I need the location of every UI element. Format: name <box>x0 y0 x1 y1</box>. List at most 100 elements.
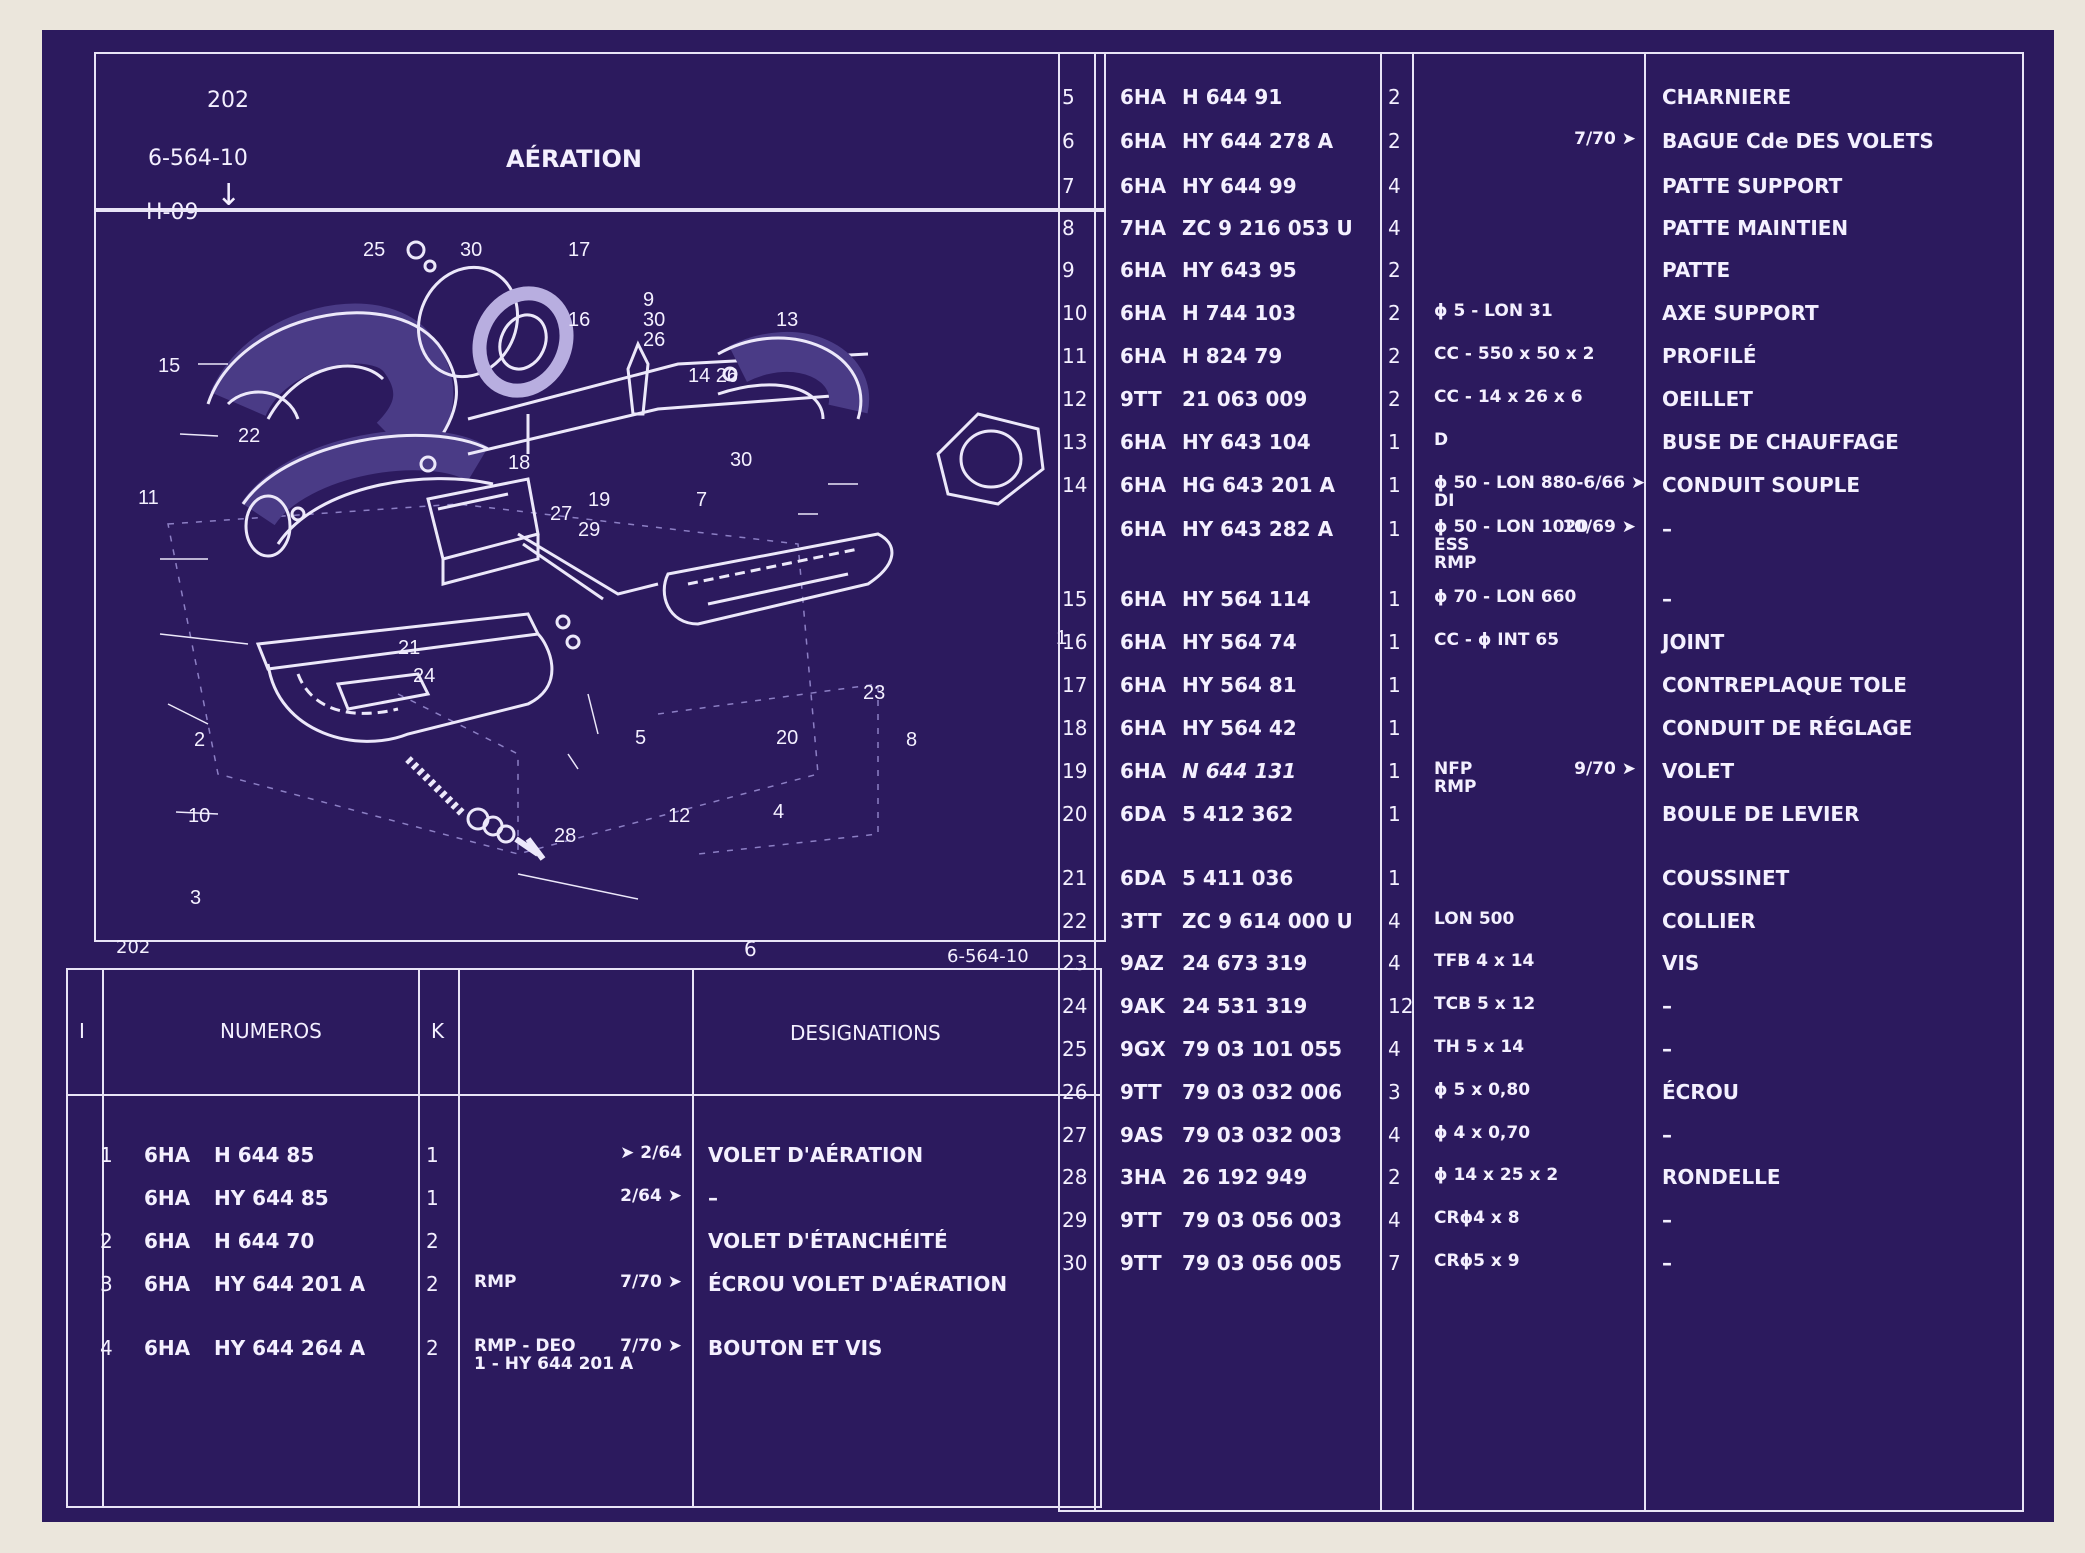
row-designation: COLLIER <box>1662 909 1756 933</box>
diagram-corner-model: 202 <box>116 937 151 958</box>
row-designation: – <box>1662 1037 1672 1061</box>
row-designation: VOLET D'ÉTANCHÉITÉ <box>708 1229 948 1253</box>
row-note: ϕ 50 - LON 880-6/66 ➤ DI <box>1434 473 1646 511</box>
row-designation: – <box>1662 1251 1672 1275</box>
row-qty: 4 <box>1388 1208 1401 1232</box>
row-designation: CHARNIERE <box>1662 85 1792 109</box>
row-qty: 2 <box>1388 344 1401 368</box>
row-prefix: 6HA <box>1120 673 1167 697</box>
callout-label: 12 <box>668 805 690 827</box>
callout-label: 5 <box>635 727 646 749</box>
row-note: CRϕ5 x 9 <box>1434 1251 1520 1271</box>
row-designation: CONDUIT SOUPLE <box>1662 473 1861 497</box>
row-designation: BAGUE Cde DES VOLETS <box>1662 129 1934 153</box>
row-date: 9/70 ➤ <box>1574 759 1636 779</box>
row-designation: BOUTON ET VIS <box>708 1336 883 1360</box>
row-prefix: 7HA <box>1120 216 1167 240</box>
callout-label: 13 <box>776 309 798 331</box>
header-model: 202 <box>207 88 249 113</box>
row-prefix: 6HA <box>1120 258 1167 282</box>
row-qty: 2 <box>426 1336 439 1360</box>
row-part-number: ZC 9 216 053 U <box>1182 216 1353 240</box>
diagram-callouts: 25 30 17 9 30 26 16 13 15 14 26 22 18 30… <box>138 239 1067 909</box>
row-part-number: N 644 131 <box>1182 759 1297 783</box>
callout-label: 26 <box>643 329 665 351</box>
row-note: D <box>1434 430 1449 450</box>
callout-label: 24 <box>413 665 435 687</box>
row-qty: 1 <box>1388 430 1401 454</box>
row-qty: 1 <box>1388 587 1401 611</box>
row-prefix: 6HA <box>1120 759 1167 783</box>
row-qty: 12 <box>1388 994 1414 1018</box>
row-note: RMP <box>474 1272 517 1292</box>
callout-label: 30 <box>730 449 752 471</box>
right-col-rule <box>1094 52 1096 1512</box>
row-prefix: 9GX <box>1120 1037 1166 1061</box>
row-note: ϕ 14 x 25 x 2 <box>1434 1165 1559 1185</box>
row-part-number: HY 644 264 A <box>214 1336 366 1360</box>
row-index: 12 <box>1062 387 1088 411</box>
right-col-rule <box>1644 52 1646 1512</box>
row-index: 20 <box>1062 802 1088 826</box>
row-part-number: 5 412 362 <box>1182 802 1294 826</box>
row-date: 7/70 ➤ <box>1574 129 1636 149</box>
row-prefix: 9TT <box>1120 1251 1162 1275</box>
row-index: 3 <box>100 1272 113 1296</box>
row-note: NFP RMP <box>1434 759 1477 797</box>
row-qty: 4 <box>1388 951 1401 975</box>
callout-label: 8 <box>906 729 917 751</box>
row-prefix: 9AS <box>1120 1123 1164 1147</box>
callout-label: 18 <box>508 452 530 474</box>
row-designation: BUSE DE CHAUFFAGE <box>1662 430 1899 454</box>
row-index: 16 <box>1062 630 1088 654</box>
row-designation: AXE SUPPORT <box>1662 301 1819 325</box>
row-qty: 4 <box>1388 1037 1401 1061</box>
header-group-code: H-09 <box>146 200 199 225</box>
row-designation: PATTE <box>1662 258 1731 282</box>
row-part-number: H 644 91 <box>1182 85 1283 109</box>
callout-label: 4 <box>773 801 784 823</box>
row-designation: ÉCROU <box>1662 1080 1739 1104</box>
callout-label: 9 <box>643 289 654 311</box>
row-note: ϕ 5 x 0,80 <box>1434 1080 1531 1100</box>
row-index: 25 <box>1062 1037 1088 1061</box>
row-qty: 2 <box>1388 301 1401 325</box>
callout-label: 21 <box>398 637 420 659</box>
row-part-number: 79 03 101 055 <box>1182 1037 1343 1061</box>
row-qty: 4 <box>1388 216 1401 240</box>
header-box <box>94 52 1106 210</box>
row-part-number: 24 531 319 <box>1182 994 1308 1018</box>
row-note: LON 500 <box>1434 909 1515 929</box>
row-designation: CONDUIT DE RÉGLAGE <box>1662 716 1913 740</box>
row-date: 7/70 ➤ <box>620 1336 682 1356</box>
row-index: 15 <box>1062 587 1088 611</box>
row-prefix: 6HA <box>144 1143 191 1167</box>
right-col-rule <box>1380 52 1382 1512</box>
row-prefix: 6HA <box>144 1186 191 1210</box>
row-qty: 2 <box>1388 129 1401 153</box>
callout-label: 10 <box>188 805 210 827</box>
row-designation: ÉCROU VOLET D'AÉRATION <box>708 1272 1008 1296</box>
row-qty: 2 <box>426 1229 439 1253</box>
left-table-header-rule <box>66 1094 1102 1096</box>
row-index: 4 <box>100 1336 113 1360</box>
row-designation: VIS <box>1662 951 1700 975</box>
row-prefix: 6HA <box>1120 473 1167 497</box>
row-prefix: 6HA <box>1120 344 1167 368</box>
right-table <box>1058 52 2024 1512</box>
row-index: 14 <box>1062 473 1088 497</box>
row-qty: 1 <box>1388 630 1401 654</box>
callout-label: 27 <box>550 503 572 525</box>
row-part-number: 79 03 032 006 <box>1182 1080 1343 1104</box>
row-designation: RONDELLE <box>1662 1165 1781 1189</box>
row-index: 26 <box>1062 1080 1088 1104</box>
exploded-diagram: 25 30 17 9 30 26 16 13 15 14 26 22 18 30… <box>138 239 1067 909</box>
row-designation: – <box>1662 517 1672 541</box>
row-designation: – <box>708 1186 718 1210</box>
row-note: CRϕ4 x 8 <box>1434 1208 1520 1228</box>
left-col-rule <box>418 968 420 1508</box>
col-header-designations: DESIGNATIONS <box>790 1021 941 1045</box>
row-part-number: HY 644 278 A <box>1182 129 1334 153</box>
row-designation: PATTE SUPPORT <box>1662 174 1843 198</box>
callout-label: 17 <box>568 239 590 261</box>
